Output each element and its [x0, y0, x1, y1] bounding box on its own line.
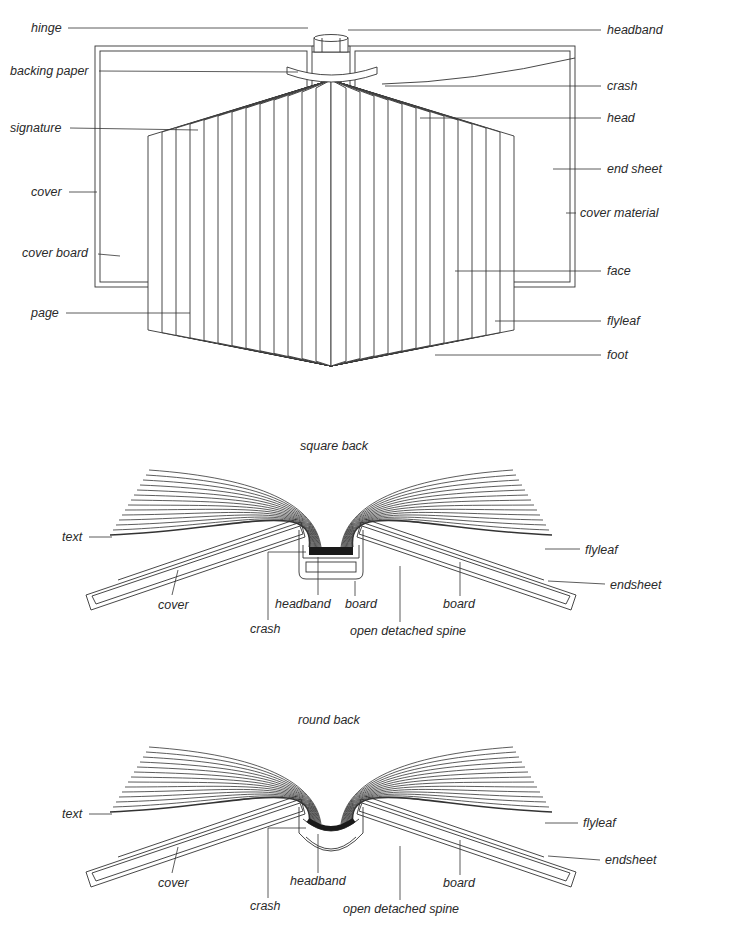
part-label: flyleaf [607, 313, 640, 329]
text-block [110, 747, 552, 824]
part-label: text [62, 529, 82, 545]
page-sheet [331, 80, 472, 366]
text-block [110, 470, 552, 547]
page-sheet [246, 80, 331, 366]
part-label: crash [250, 621, 281, 637]
page-sheet [260, 80, 331, 366]
part-label: cover [158, 597, 189, 613]
page-sheet [232, 80, 331, 366]
page-sheet [331, 80, 430, 366]
part-label: cover board [22, 245, 88, 261]
page-sheet [162, 80, 331, 366]
part-label: open detached spine [350, 623, 466, 639]
part-label: headband [275, 596, 331, 612]
page-fan [148, 80, 514, 366]
part-label: cover [31, 184, 62, 200]
page-sheet [331, 80, 374, 366]
page-sheet [331, 80, 444, 366]
page-sheet [331, 80, 360, 366]
part-label: endsheet [610, 577, 661, 593]
part-label: open detached spine [343, 901, 459, 917]
page-sheet [148, 80, 331, 366]
part-label: hinge [31, 20, 62, 36]
part-label: crash [607, 78, 638, 94]
part-label: foot [607, 347, 628, 363]
part-label: crash [250, 898, 281, 914]
leader-lines [66, 28, 601, 355]
page-sheet [316, 80, 331, 366]
part-label: signature [10, 120, 61, 136]
page-sheet [204, 80, 331, 366]
page-curve [347, 505, 534, 547]
spine-top [287, 35, 377, 83]
round-back-section [86, 747, 576, 887]
part-label: endsheet [605, 852, 656, 868]
part-label: headband [290, 873, 346, 889]
part-label: face [607, 263, 631, 279]
page-sheet [190, 80, 331, 366]
page-sheet [331, 80, 346, 366]
page-sheet [331, 80, 402, 366]
part-label: cover [158, 875, 189, 891]
part-label: round back [298, 712, 360, 728]
page-sheet [288, 80, 331, 366]
part-label: end sheet [607, 161, 662, 177]
part-label: board [345, 596, 377, 612]
page-sheet [331, 80, 514, 366]
page-sheet [331, 80, 500, 366]
part-label: flyleaf [585, 542, 618, 558]
page-sheet [274, 80, 331, 366]
page-curve [128, 782, 315, 824]
part-label: board [443, 596, 475, 612]
part-label: headband [607, 22, 663, 38]
leader-lines [89, 537, 605, 622]
page-curve [347, 782, 534, 824]
page-sheet [218, 80, 331, 366]
square-back-section [86, 470, 576, 610]
page-sheet [331, 80, 486, 366]
page-sheet [302, 80, 331, 366]
page-sheet [176, 80, 331, 366]
page-sheet [331, 80, 458, 366]
leader-lines [89, 814, 600, 900]
part-label: flyleaf [583, 815, 616, 831]
page-sheet [331, 80, 388, 366]
part-label: backing paper [10, 63, 89, 79]
part-label: square back [300, 438, 368, 454]
part-label: page [31, 305, 59, 321]
part-label: head [607, 110, 635, 126]
part-label: board [443, 875, 475, 891]
part-label: text [62, 806, 82, 822]
page-curve [128, 505, 315, 547]
part-label: cover material [580, 205, 659, 221]
page-sheet [331, 80, 416, 366]
